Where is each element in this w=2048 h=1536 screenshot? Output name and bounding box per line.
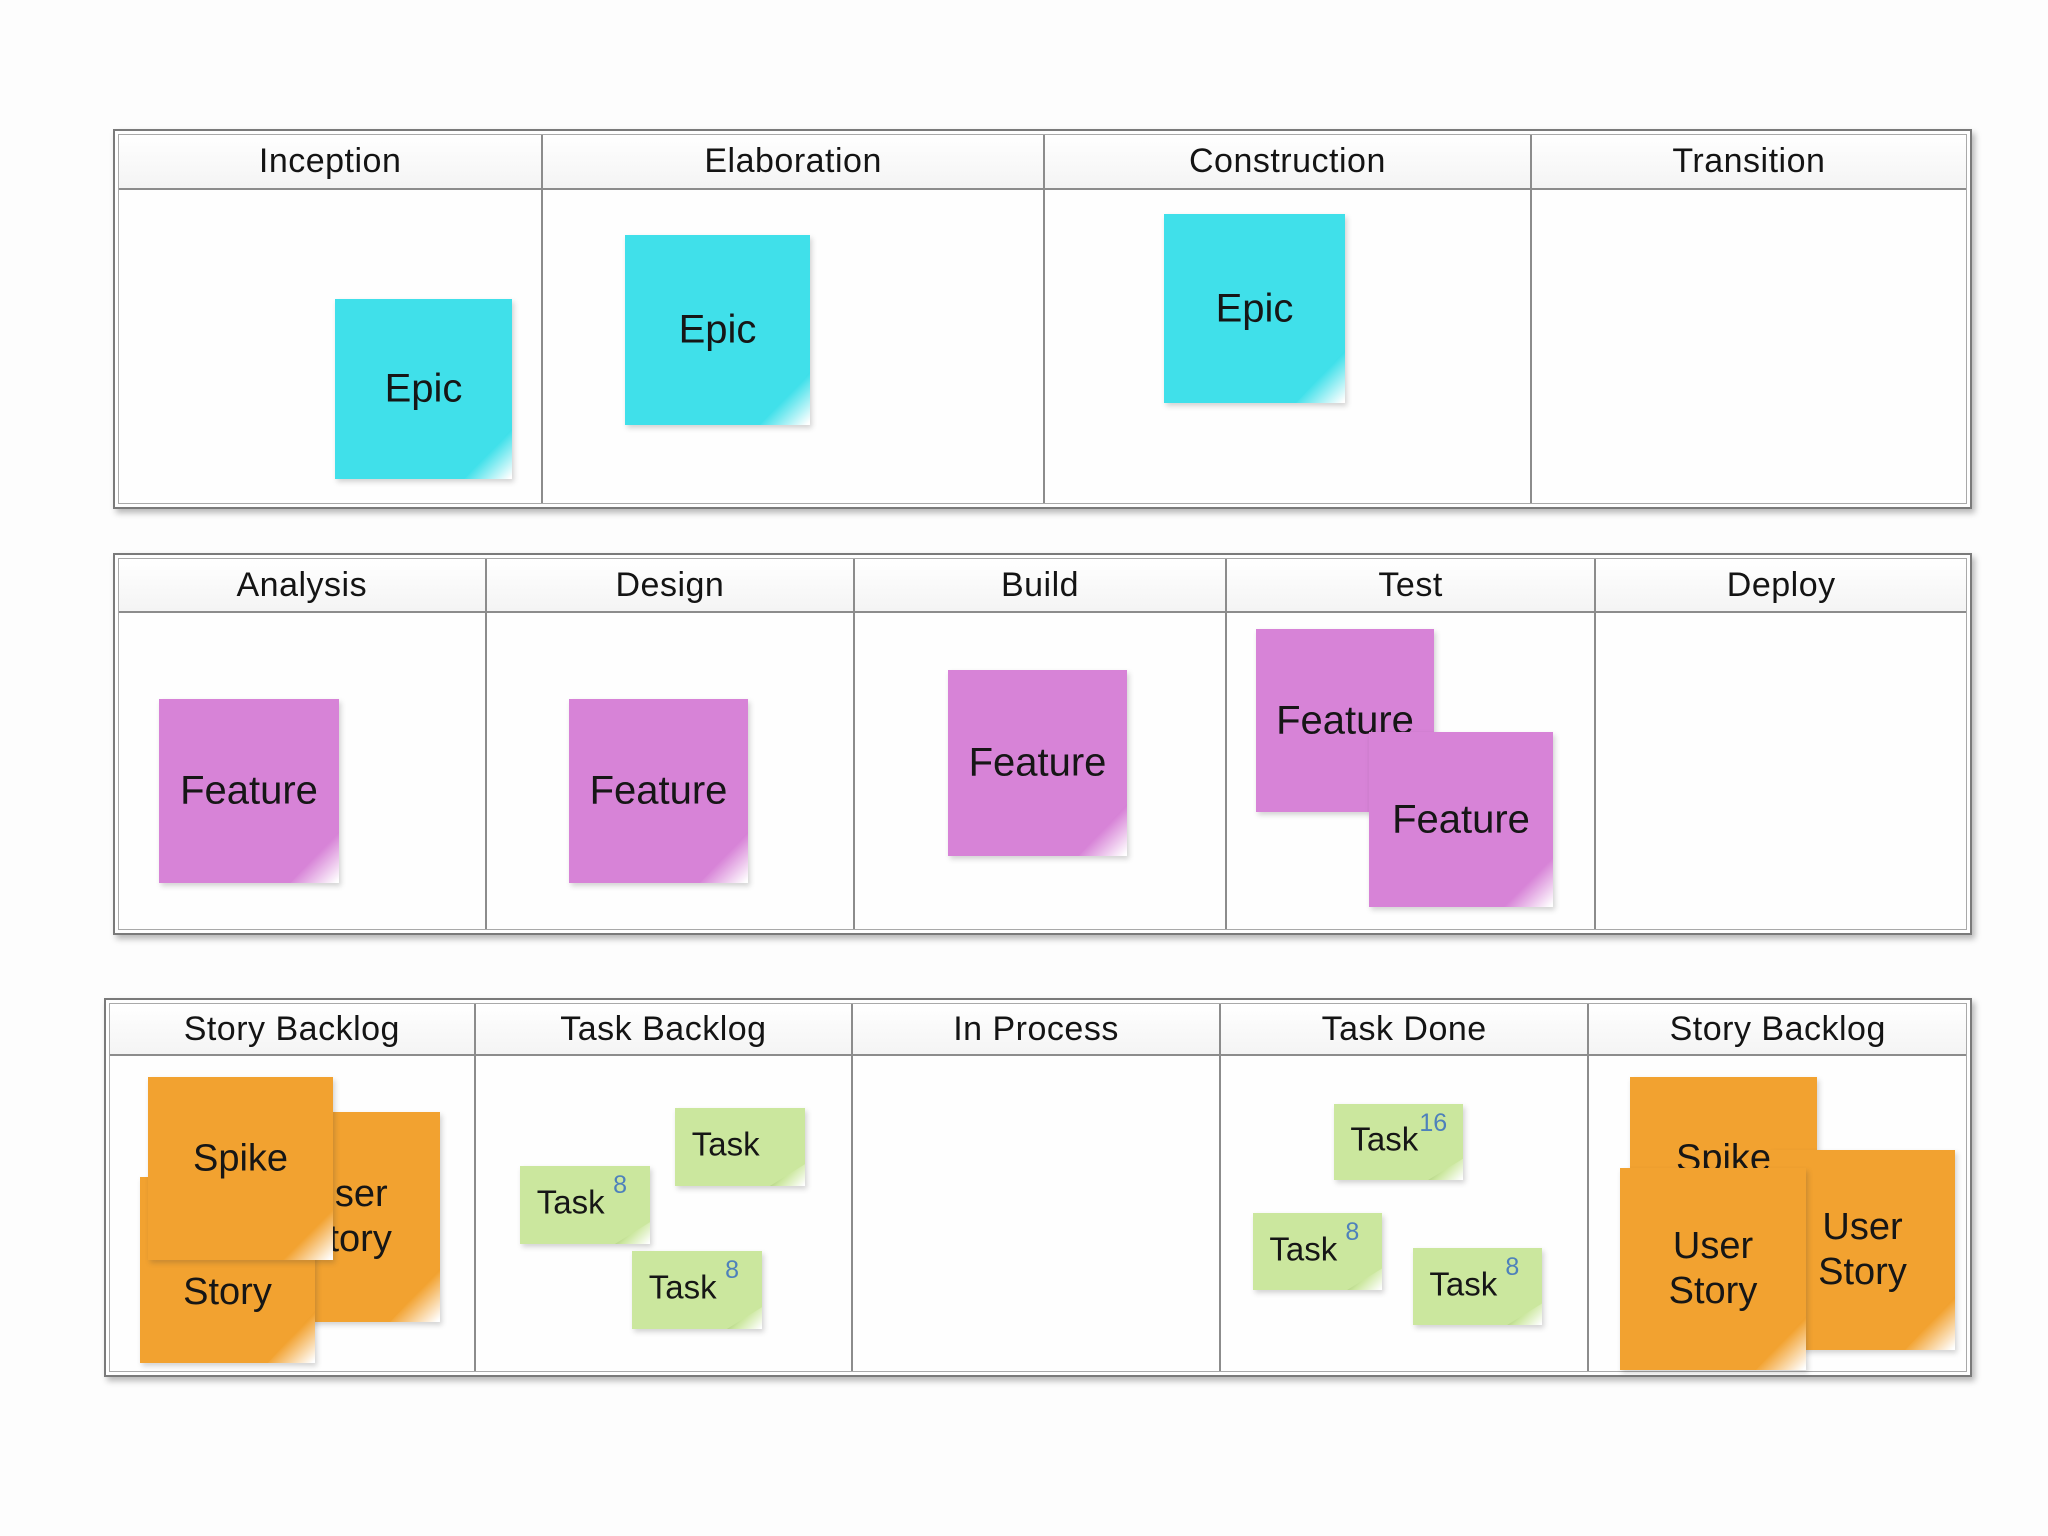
points-badge: 8 [1505,1252,1520,1281]
header-row: Inception Elaboration Construction Trans… [119,135,1967,190]
column-title: Test [1378,565,1443,604]
folded-corner-icon [1347,1268,1382,1290]
note-label: Spike [192,1137,289,1180]
points-badge: 8 [1345,1217,1360,1246]
folded-corner-icon [1905,1296,1955,1350]
note-label: Epic [384,366,463,411]
folded-corner-icon [267,1310,315,1363]
column-header-task-done: Task Done [1220,1004,1590,1056]
column-header-deploy: Deploy [1596,559,1966,613]
note-label: Task [1269,1230,1338,1268]
column-title: Deploy [1726,565,1836,604]
note-label: Feature [1392,796,1530,841]
sticky-note-spike-left[interactable]: Spike [148,1077,333,1260]
sticky-note-task-backlog-2[interactable]: Task 8 [520,1166,650,1244]
column-title: Transition [1672,142,1826,180]
note-label: Task [1350,1121,1419,1158]
note-label: Epic [678,307,757,352]
column-title: Task Done [1321,1009,1487,1048]
column-title: In Process [953,1009,1119,1048]
column-body-transition [1531,190,1967,503]
column-header-analysis: Analysis [119,559,487,613]
sticky-note-epic-construction[interactable]: Epic [1164,214,1345,403]
folded-corner-icon [1507,1303,1542,1325]
folded-corner-icon [1755,1316,1806,1370]
sticky-note-task-backlog-3[interactable]: Task 8 [632,1251,762,1329]
column-header-story-backlog-right: Story Backlog [1589,1004,1967,1056]
note-label: Task [1429,1265,1498,1303]
folded-corner-icon [1428,1158,1463,1180]
sticky-note-feature-build[interactable]: Feature [948,670,1127,856]
folded-corner-icon [769,1164,805,1186]
column-title: Design [615,565,725,604]
header-row: Story Backlog Task Backlog In Process Ta… [110,1004,1967,1056]
folded-corner-icon [760,371,810,425]
column-header-construction: Construction [1045,135,1532,190]
folded-corner-icon [1503,858,1553,907]
folded-corner-icon [726,1307,762,1329]
column-header-test: Test [1226,559,1597,613]
column-body-deploy [1596,613,1966,929]
points-badge: 16 [1419,1108,1448,1137]
column-header-inception: Inception [119,135,544,190]
column-header-build: Build [855,559,1227,613]
note-label: Task [536,1183,605,1221]
note-label: Task [691,1125,760,1163]
folded-corner-icon [699,831,748,883]
folded-corner-icon [1296,350,1345,403]
sticky-note-feature-test-front[interactable]: Feature [1369,732,1553,907]
folded-corner-icon [290,831,339,883]
column-body-in-process [853,1056,1221,1371]
column-title: Story Backlog [1669,1009,1886,1048]
column-title: Task Backlog [560,1009,767,1048]
points-badge: 8 [725,1255,740,1284]
note-label: Feature [180,768,318,813]
column-header-task-backlog: Task Backlog [475,1004,854,1056]
folded-corner-icon [614,1222,650,1244]
sticky-note-epic-elaboration[interactable]: Epic [625,235,810,425]
column-header-story-backlog-left: Story Backlog [110,1004,476,1056]
column-header-design: Design [486,559,856,613]
note-label: Task [648,1268,717,1306]
column-title: Elaboration [704,142,882,180]
column-header-in-process: In Process [853,1004,1221,1056]
column-title: Story Backlog [183,1009,400,1048]
column-title: Inception [258,142,402,180]
folded-corner-icon [1078,803,1127,856]
column-title: Construction [1188,142,1386,180]
sticky-note-task-backlog-1[interactable]: Task [675,1108,805,1186]
header-row: Analysis Design Build Test Deploy [119,559,1966,613]
board-inner-frame: Story Backlog Task Backlog In Process Ta… [109,1003,1967,1372]
column-header-elaboration: Elaboration [543,135,1045,190]
column-title: Analysis [236,565,368,604]
folded-corner-icon [390,1268,440,1322]
note-label: Feature [589,768,728,813]
note-label: Epic [1215,285,1294,330]
sticky-note-epic-inception[interactable]: Epic [335,299,512,479]
folded-corner-icon [283,1208,333,1260]
folded-corner-icon [464,428,512,479]
board-inner-frame: Inception Elaboration Construction Trans… [118,134,1967,504]
column-header-transition: Transition [1531,135,1967,190]
note-label: Feature [968,740,1107,785]
sticky-note-feature-design[interactable]: Feature [569,699,748,883]
sticky-note-feature-analysis[interactable]: Feature [159,699,339,883]
column-title: Build [1000,565,1080,604]
points-badge: 8 [613,1170,628,1199]
board-project-phases: Inception Elaboration Construction Trans… [113,129,1972,509]
